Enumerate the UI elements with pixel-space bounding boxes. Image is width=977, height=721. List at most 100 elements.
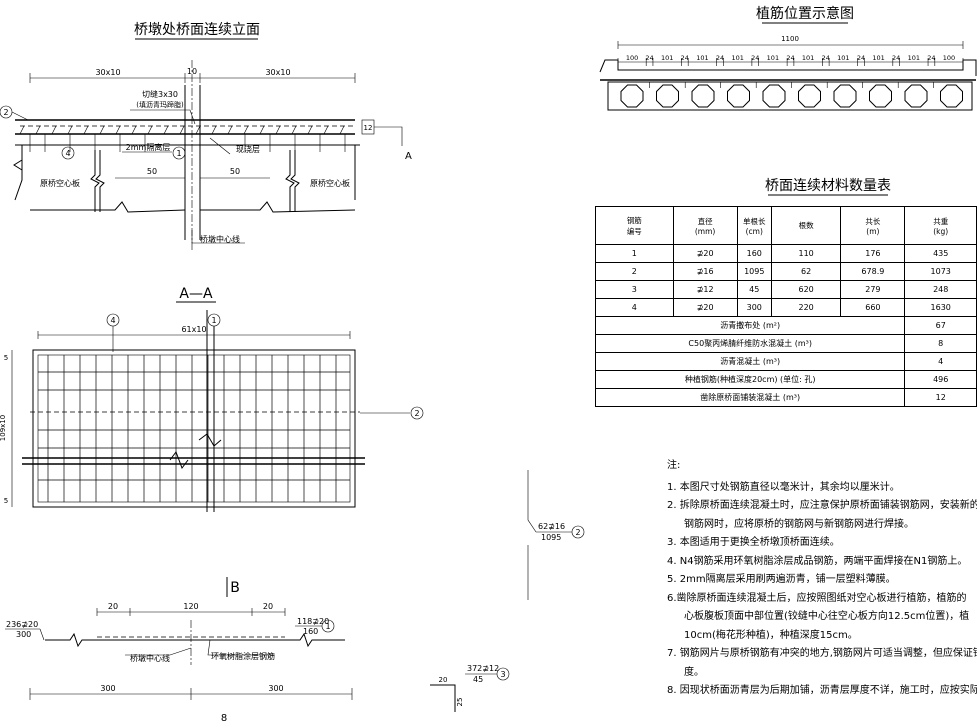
spacing-label: 101 [731, 54, 743, 62]
rebar-deck-top [599, 59, 977, 76]
rebar-deck-body [607, 81, 973, 111]
table-cell: ⊉12 [672, 280, 738, 299]
spacing-label: 24 [822, 54, 830, 62]
b-rebar-line [45, 632, 345, 648]
isolation-label: 2mm隔离层 [126, 142, 171, 152]
hollow-cell [656, 84, 679, 108]
aa-side-top: 5 [4, 354, 8, 362]
break-left [90, 150, 100, 212]
notes-list: 1. 本图尺寸处钢筋直径以毫米计，其余均以厘米计。2. 拆除原桥面连续混凝土时，… [667, 479, 977, 701]
svg-text:2: 2 [575, 528, 580, 537]
spacing-label: 101 [872, 54, 884, 62]
hollow-cell [620, 84, 644, 108]
note-item: 2. 拆除原桥面连续混凝土时，应注意保护原桥面铺装钢筋网，安装新的 [667, 500, 977, 511]
joint-note-1: 切缝3x30 [142, 89, 178, 99]
b-dim-20-right: 20 [263, 602, 273, 611]
table-header-cell: 共重 (kg) [904, 206, 977, 245]
table-cell: 110 [770, 244, 842, 263]
elevation-dim-left: 30x10 [95, 68, 120, 77]
table-summary-row: C50聚丙烯腈纤维防水混凝土 (m³)8 [594, 334, 977, 353]
callout-rebar-1: 118⊉20 160 1 [295, 617, 335, 636]
table-header-cell: 钢筋 编号 [595, 206, 674, 245]
table-cell: 3 [595, 280, 674, 299]
spacing-label: 24 [645, 54, 653, 62]
summary-value: 4 [904, 352, 977, 371]
table-summary-row: 沥青撒布处 (m²)67 [594, 316, 977, 335]
table-cell: 62 [770, 262, 842, 281]
table-summary-row: 沥青混凝土 (m³)4 [594, 352, 977, 371]
hollow-cell [904, 84, 928, 108]
aa-rebar-grid [38, 355, 350, 502]
svg-text:1: 1 [176, 149, 181, 158]
table-cell: 678.9 [840, 262, 906, 281]
hollow-slab-left-label: 原桥空心板 [40, 178, 80, 188]
note-item: 度。 [684, 666, 704, 678]
b-dim-20-left: 20 [108, 602, 118, 611]
summary-label: 沥青撒布处 (m²) [594, 316, 906, 335]
note-item: 钢筋网时，应将原桥的钢筋网与新钢筋网进行焊接。 [684, 518, 914, 530]
summary-label: 沥青混凝土 (m³) [594, 352, 906, 371]
aa-break [169, 450, 189, 470]
spacing-label: 24 [857, 54, 865, 62]
notes-heading: 注: [667, 460, 681, 471]
spacing-label: 101 [661, 54, 673, 62]
hollow-cell [727, 84, 750, 108]
svg-text:25: 25 [456, 698, 464, 707]
table-cell: ⊉16 [672, 262, 738, 281]
table-cell: 620 [770, 280, 842, 299]
spacing-label: 24 [786, 54, 794, 62]
rebar-position-title: 植筋位置示意图 [756, 5, 854, 22]
b-dim-300-right: 300 [268, 684, 283, 693]
svg-text:45: 45 [473, 675, 483, 684]
table-cell: 435 [904, 244, 977, 263]
summary-value: 8 [904, 334, 977, 353]
joint-note-2: (填沥青玛蹄脂) [136, 100, 184, 109]
table-cell: 248 [904, 280, 977, 299]
hollow-cell [833, 84, 857, 108]
spacing-label: 101 [837, 54, 849, 62]
spacing-label: 100 [626, 54, 638, 62]
table-summary-row: 凿除原桥面铺装混凝土 (m³)12 [594, 388, 977, 407]
spacing-label: 24 [751, 54, 759, 62]
svg-text:1: 1 [325, 622, 330, 631]
table-header-cell: 单根长 (cm) [736, 206, 772, 245]
svg-text:1: 1 [211, 316, 216, 325]
spacing-label: 101 [696, 54, 708, 62]
elevation-view: 桥墩处桥面连续立面 30x10 10 30x10 切缝3x30 (填沥青玛蹄脂) [0, 21, 412, 250]
b-pier-cl-label: 桥墩中心线 [130, 653, 170, 663]
section-aa-title: A—A [179, 286, 213, 302]
table-header-cell: 直径 (mm) [672, 206, 738, 245]
section-aa-view: A—A 4 1 61x10 2 5 5 109x10 [0, 286, 424, 512]
aa-marker-2 [410, 406, 424, 420]
note-item: 5. 2mm隔离层采用刷两遍沥青，铺一层塑料薄膜。 [667, 574, 896, 585]
svg-text:4: 4 [110, 316, 115, 325]
note-item: 10cm(梅花形种植)，种植深度15cm。 [684, 629, 858, 641]
spacing-label: 101 [767, 54, 779, 62]
spacing-label: 24 [716, 54, 724, 62]
table-cell: ⊉20 [672, 298, 738, 317]
note-item: 7. 钢筋网片与原桥钢筋有冲突的地方,钢筋网片可适当调整，但应保证钢 [667, 648, 977, 659]
b-bottom-mark: 8 [221, 713, 227, 721]
spacing-label: 101 [802, 54, 814, 62]
table-cell: 220 [770, 298, 842, 317]
deck-hatch-left [19, 125, 345, 135]
svg-text:4: 4 [65, 149, 70, 158]
table-cell: 279 [840, 280, 906, 299]
slab-bottom-left [30, 201, 186, 213]
summary-value: 67 [904, 316, 977, 335]
b-dim-300-left: 300 [100, 684, 115, 693]
table-header-cell: 共长 (m) [840, 206, 906, 245]
note-item: 4. N4钢筋采用环氧树脂涂层成品钢筋，两端平面焊接在N1钢筋上。 [667, 555, 968, 567]
hollow-cell [798, 84, 821, 108]
dim-50-right: 50 [230, 167, 240, 176]
hollow-cell [762, 84, 786, 108]
pier-centerline-label: 桥墩中心线 [200, 234, 240, 244]
table-cell: ⊉20 [672, 244, 738, 263]
